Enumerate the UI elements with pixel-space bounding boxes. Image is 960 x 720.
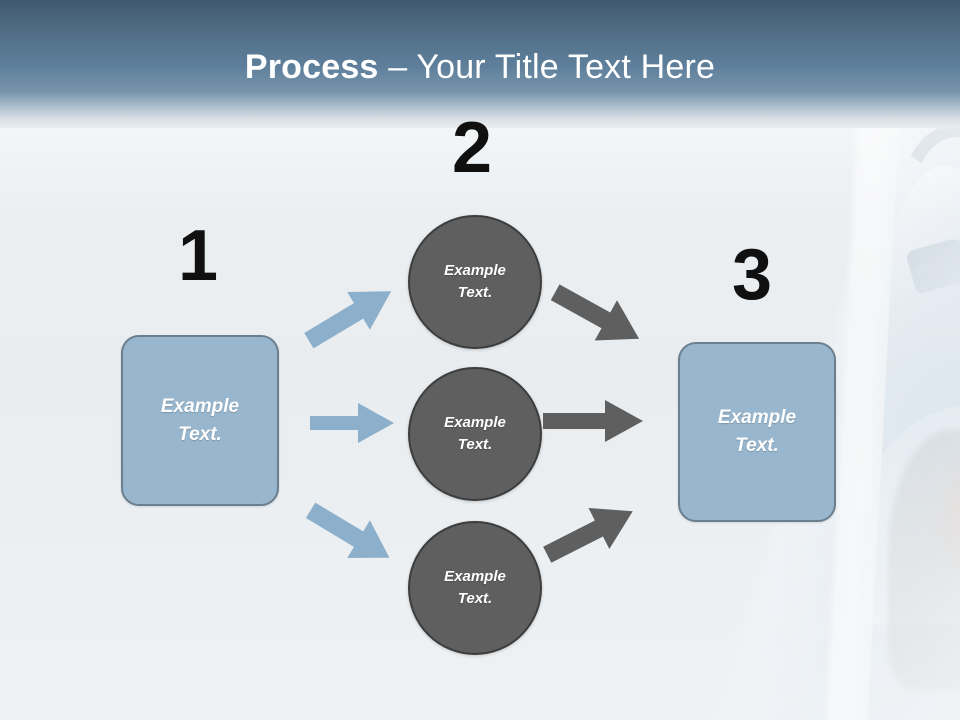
process-box-right-label: Example Text. (717, 407, 797, 456)
process-circle-middle-label: Example Text. (444, 414, 506, 453)
process-box-left[interactable]: Example Text. (121, 335, 279, 506)
arrow-left-to-circle-middle-icon (310, 400, 394, 446)
process-circle-bottom-label: Example Text. (444, 568, 506, 607)
step-number-2: 2 (451, 108, 493, 188)
process-circle-top[interactable]: Example Text. (408, 215, 542, 349)
arrow-left-to-circle-bottom-icon (300, 498, 400, 570)
page-title-strong: Process (244, 48, 379, 86)
arrow-circle-middle-to-right-icon (543, 398, 645, 444)
step-number-1: 1 (177, 216, 219, 296)
title-banner: Process – Your Title Text Here (0, 0, 960, 128)
arrow-circle-top-to-right-icon (545, 280, 651, 352)
process-circle-middle[interactable]: Example Text. (408, 367, 542, 501)
step-number-3: 3 (731, 235, 773, 315)
page-title: Process – Your Title Text Here (0, 48, 960, 87)
page-title-rest: – Your Title Text Here (378, 48, 716, 86)
process-box-left-label: Example Text. (160, 395, 240, 445)
process-circle-bottom[interactable]: Example Text. (408, 521, 542, 655)
process-circle-top-label: Example Text. (444, 262, 506, 301)
process-box-right[interactable]: Example Text. (678, 342, 836, 522)
arrow-left-to-circle-top-icon (298, 278, 402, 354)
arrow-circle-bottom-to-right-icon (538, 498, 642, 568)
